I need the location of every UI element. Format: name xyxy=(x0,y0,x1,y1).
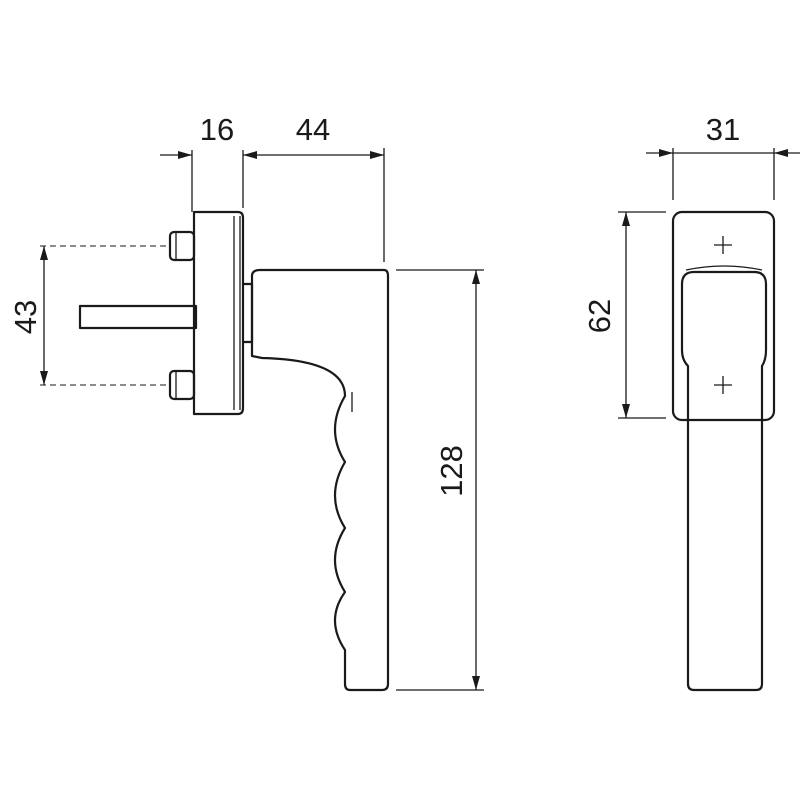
dim-handle-projection: 44 xyxy=(296,112,385,262)
dim-label-31: 31 xyxy=(706,112,740,147)
handle-neck xyxy=(241,282,254,344)
dim-label-62: 62 xyxy=(582,299,617,333)
rose-flange xyxy=(192,210,245,416)
lever-handle xyxy=(250,268,390,692)
dim-handle-length: 128 xyxy=(396,269,484,691)
side-view: 16 44 43 128 xyxy=(8,112,484,692)
dim-screw-spacing: 43 xyxy=(8,246,48,385)
dim-label-128: 128 xyxy=(434,445,469,497)
dim-label-44: 44 xyxy=(296,112,330,147)
front-handle xyxy=(680,270,768,692)
front-view: 31 62 xyxy=(582,112,800,692)
upper-screw xyxy=(40,230,196,262)
spindle xyxy=(78,304,198,330)
dim-label-16: 16 xyxy=(200,112,234,147)
dim-rose-width: 31 xyxy=(646,112,800,200)
dim-flange-thickness: 16 xyxy=(160,112,384,212)
dim-label-43: 43 xyxy=(8,300,43,334)
dim-rose-height: 62 xyxy=(582,211,666,419)
lower-screw xyxy=(40,369,196,401)
lower-screw-mark xyxy=(714,376,732,394)
upper-screw-mark xyxy=(714,236,732,254)
front-rose-plate xyxy=(671,210,776,422)
